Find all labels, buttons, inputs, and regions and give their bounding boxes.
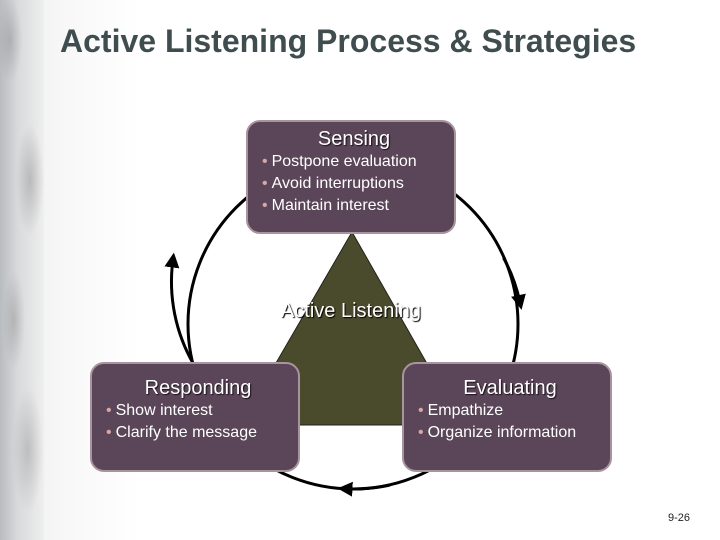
- sensing-box: Sensing •Postpone evaluation •Avoid inte…: [246, 120, 456, 234]
- center-label: Active Listening: [280, 300, 422, 322]
- responding-box: Responding •Show interest •Clarify the m…: [90, 362, 300, 472]
- bullet-dot: •: [262, 197, 268, 214]
- slide-title: Active Listening Process & Strategies: [60, 23, 637, 59]
- arrow-responding-to-sensing: [164, 252, 195, 365]
- bullet-dot: •: [262, 175, 268, 192]
- list-item: •Postpone evaluation: [262, 153, 417, 170]
- arrow-sensing-to-evaluating: [502, 257, 526, 310]
- bullet-dot: •: [106, 402, 112, 419]
- evaluating-bullets: •Empathize •Organize information: [418, 400, 602, 444]
- bullet-dot: •: [262, 153, 268, 170]
- bullet-dot: •: [418, 424, 424, 441]
- slide-number: 9-26: [668, 512, 691, 524]
- sensing-bullets: •Postpone evaluation •Avoid interruption…: [262, 151, 446, 217]
- list-item: •Maintain interest: [262, 197, 389, 214]
- list-item: •Organize information: [418, 424, 577, 441]
- bullet-dot: •: [418, 402, 424, 419]
- responding-title: Responding: [144, 377, 252, 399]
- decorative-side-stripe: [0, 0, 44, 540]
- list-item: •Show interest: [106, 402, 213, 419]
- sensing-title: Sensing: [317, 128, 391, 150]
- list-item: •Avoid interruptions: [262, 175, 404, 192]
- evaluating-box: Evaluating •Empathize •Organize informat…: [402, 362, 612, 472]
- list-item: •Empathize: [418, 402, 504, 419]
- evaluating-title: Evaluating: [463, 377, 557, 399]
- responding-bullets: •Show interest •Clarify the message: [106, 400, 290, 444]
- arrow-evaluating-to-responding: [337, 481, 391, 497]
- bullet-dot: •: [106, 424, 112, 441]
- list-item: •Clarify the message: [106, 424, 257, 441]
